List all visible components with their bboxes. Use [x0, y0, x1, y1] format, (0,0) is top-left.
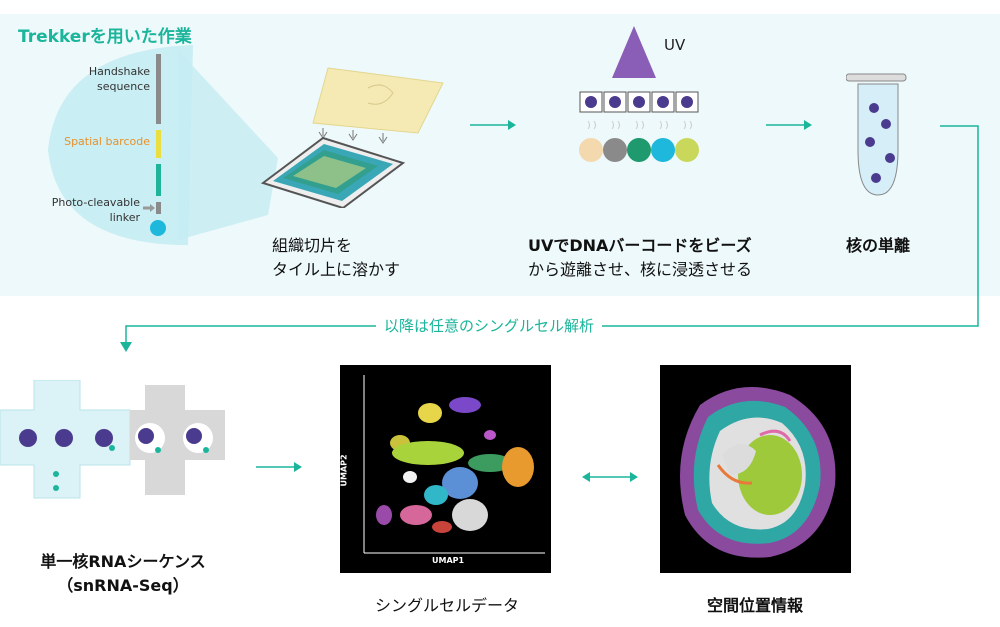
- barcode-label: Spatial barcode: [64, 135, 150, 148]
- uv-label: UV: [664, 36, 686, 54]
- strand-callout: [48, 45, 278, 245]
- output-1-label: 単一核RNAシーケンス （snRNA-Seq）: [40, 552, 206, 595]
- step-1-label: 組織切片を タイル上に溶かす: [272, 236, 401, 279]
- step-3-label: 核の単離: [846, 236, 911, 255]
- handshake-label: Handshake sequence: [88, 65, 150, 93]
- connector-loop: [120, 125, 979, 352]
- arrow-2: [766, 120, 812, 130]
- step-2-label: UVでDNAバーコードをビーズ から遊離させ、核に浸透させる: [528, 236, 753, 279]
- uv-beads-illustration: [579, 26, 699, 162]
- output-3-label: 空間位置情報: [706, 596, 803, 615]
- output-2-label: シングルセルデータ: [374, 596, 519, 615]
- double-arrow: [582, 472, 638, 482]
- tube-illustration: [846, 73, 907, 196]
- umap-xlabel: UMAP1: [432, 556, 465, 565]
- tissue-tile-illustration: [260, 67, 444, 208]
- arrow-1: [470, 120, 516, 130]
- linker-label: Photo-cleavable linker: [51, 196, 140, 224]
- workflow-title: Trekkerを用いた作業: [18, 27, 192, 47]
- umap-ylabel: UMAP2: [339, 454, 349, 487]
- snrnaseq-illustration: [0, 380, 225, 499]
- arrow-3: [256, 462, 302, 472]
- umap-plot: [363, 375, 545, 554]
- flow-label: 以降は任意のシングルセル解析: [376, 315, 603, 336]
- spatial-map: [680, 387, 836, 558]
